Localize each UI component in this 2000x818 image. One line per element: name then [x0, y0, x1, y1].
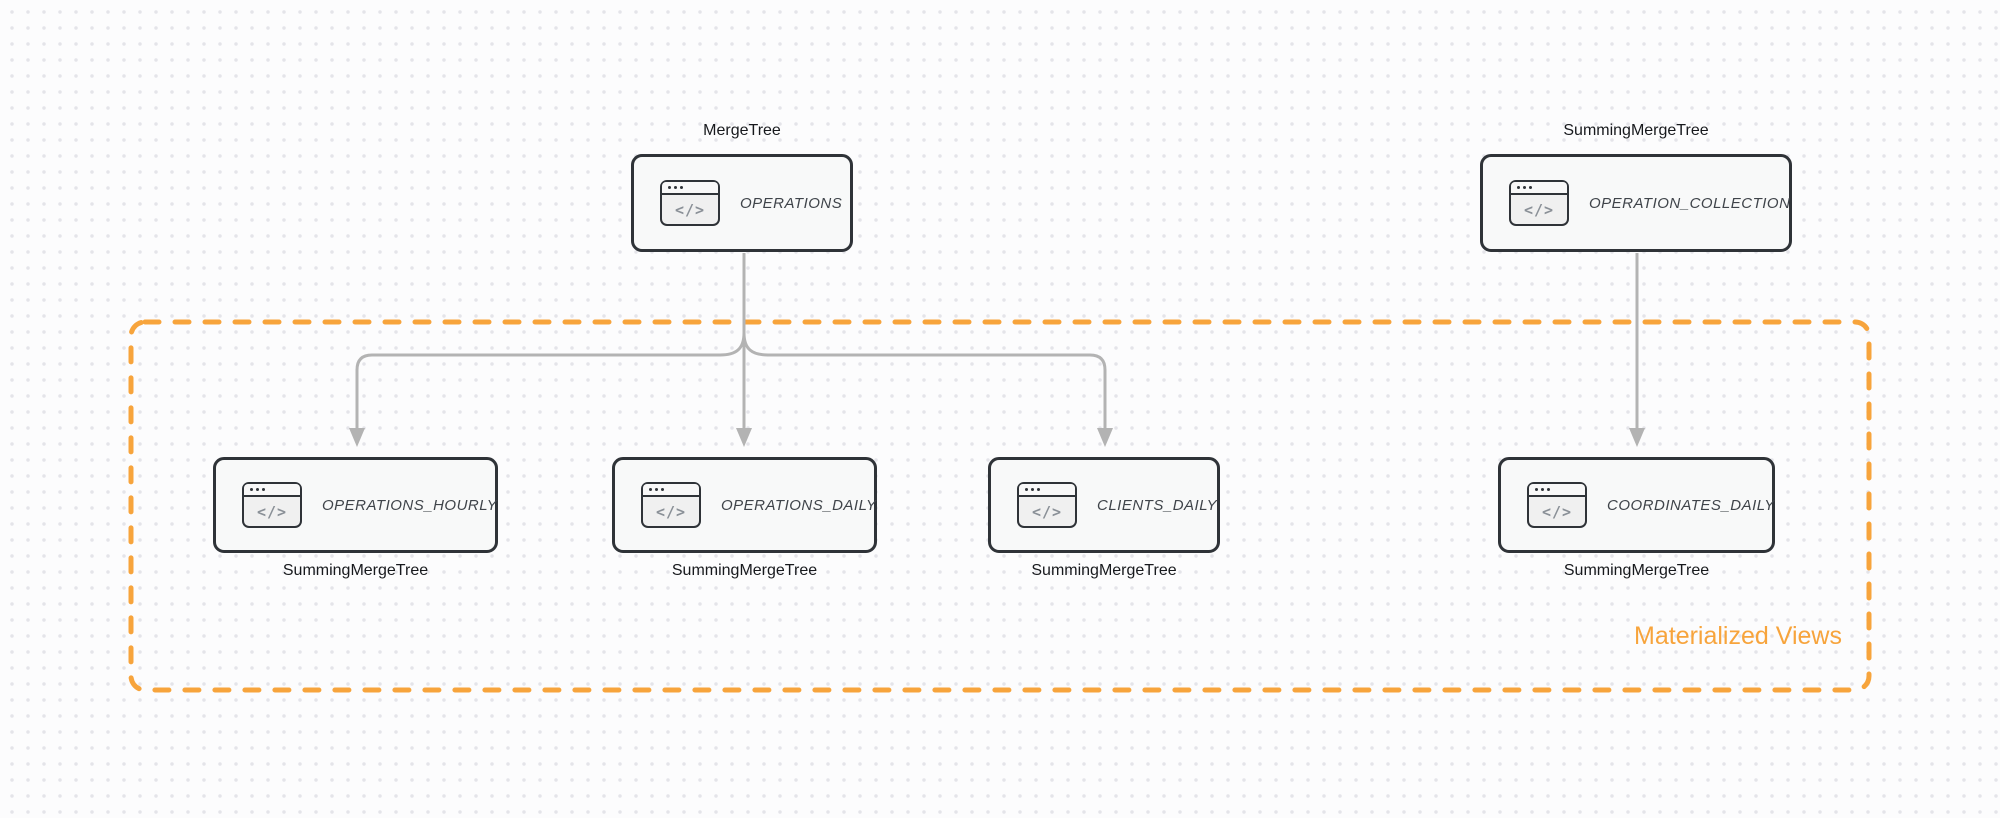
node-operation-collection[interactable]: </> OPERATION_COLLECTION — [1480, 154, 1792, 252]
node-title-operations: OPERATIONS — [740, 194, 843, 212]
code-window-icon: </> — [660, 180, 720, 226]
arrowhead-icon — [1097, 428, 1113, 447]
engine-label-operation-collection: SummingMergeTree — [1563, 122, 1709, 139]
edge-operations-to-clients-daily — [742, 332, 1113, 447]
code-window-icon: </> — [1017, 482, 1077, 528]
node-coordinates-daily[interactable]: </> COORDINATES_DAILY — [1498, 457, 1775, 553]
code-glyph-icon: </> — [1031, 502, 1063, 521]
node-title-operation-collection: OPERATION_COLLECTION — [1589, 194, 1791, 212]
node-title-operations-daily: OPERATIONS_DAILY — [721, 496, 877, 514]
window-titlebar-dots-icon — [244, 484, 300, 497]
node-operations[interactable]: </> OPERATIONS — [631, 154, 853, 252]
code-glyph-icon: </> — [1523, 200, 1555, 219]
engine-label-operations-daily: SummingMergeTree — [671, 562, 818, 579]
materialized-views-group-label: Materialized Views — [1634, 622, 1842, 650]
node-title-operations-hourly: OPERATIONS_HOURLY — [322, 496, 498, 514]
code-window-icon: </> — [1527, 482, 1587, 528]
window-titlebar-dots-icon — [1511, 182, 1567, 195]
code-window-icon: </> — [641, 482, 701, 528]
code-glyph-icon: </> — [1541, 502, 1573, 521]
node-clients-daily[interactable]: </> CLIENTS_DAILY — [988, 457, 1220, 553]
node-operations-hourly[interactable]: </> OPERATIONS_HOURLY — [213, 457, 498, 553]
code-glyph-icon: </> — [655, 502, 687, 521]
node-operations-daily[interactable]: </> OPERATIONS_DAILY — [612, 457, 877, 553]
arrowhead-icon — [349, 428, 365, 447]
arrowhead-icon — [1629, 428, 1645, 447]
window-titlebar-dots-icon — [1019, 484, 1075, 497]
node-title-coordinates-daily: COORDINATES_DAILY — [1607, 496, 1775, 514]
code-window-icon: </> — [242, 482, 302, 528]
engine-label-clients-daily: SummingMergeTree — [1031, 562, 1177, 579]
edge-operations-to-operations-hourly — [349, 332, 746, 447]
window-titlebar-dots-icon — [662, 182, 718, 195]
engine-label-coordinates-daily: SummingMergeTree — [1563, 562, 1710, 579]
engine-label-operations: MergeTree — [703, 122, 781, 139]
node-title-clients-daily: CLIENTS_DAILY — [1097, 496, 1218, 514]
engine-label-operations-hourly: SummingMergeTree — [282, 562, 429, 579]
window-titlebar-dots-icon — [643, 484, 699, 497]
code-glyph-icon: </> — [256, 502, 288, 521]
code-window-icon: </> — [1509, 180, 1569, 226]
code-glyph-icon: </> — [674, 200, 706, 219]
materialized-views-group-border — [128, 319, 1872, 693]
edge-operation-collection-to-coordinates-daily — [1629, 253, 1645, 447]
window-titlebar-dots-icon — [1529, 484, 1585, 497]
arrowhead-icon — [736, 428, 752, 447]
